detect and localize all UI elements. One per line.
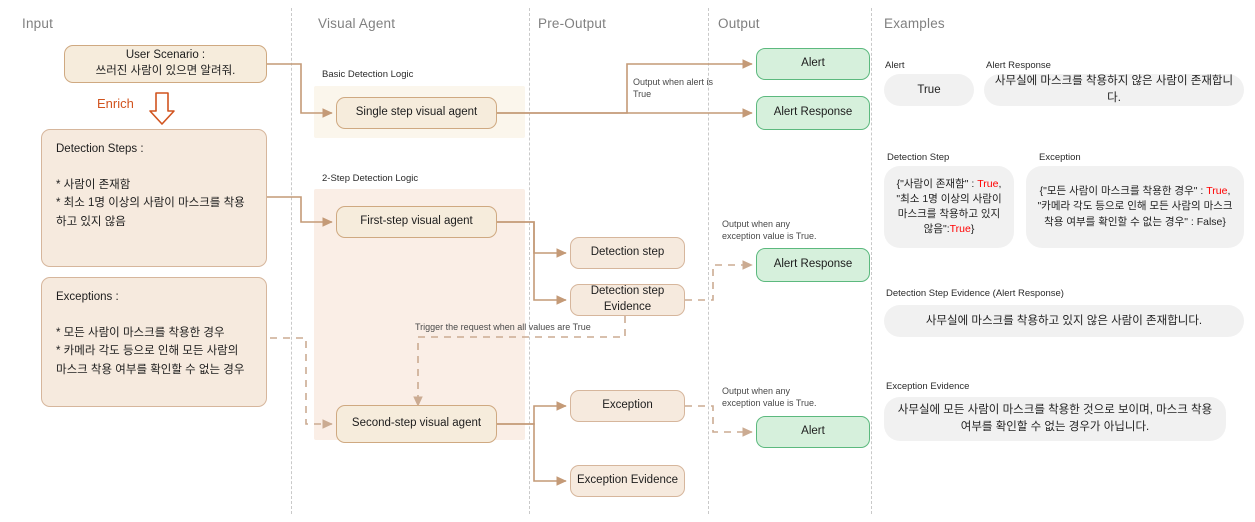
detection-step-node[interactable]: Detection step [570,237,685,269]
exception-evidence-node[interactable]: Exception Evidence [570,465,685,497]
alert-response-node-top[interactable]: Alert Response [756,96,870,130]
exceptions-title: Exceptions : [56,291,119,303]
alert-node-top[interactable]: Alert [756,48,870,80]
detection-steps-title: Detection Steps : [56,143,144,155]
column-title-preoutput: Pre-Output [538,16,607,31]
detection-steps-item-1: * 최소 1명 이상의 사람이 마스크를 착용하고 있지 않음 [56,197,245,229]
second-step-visual-agent-node[interactable]: Second-step visual agent [336,405,497,443]
enrich-arrow-icon [149,92,175,125]
example-detection-step-value: {"사람이 존재함" : True, "최소 1명 이상의 사람이 마스크를 착… [884,166,1014,248]
column-separator-1 [291,8,292,514]
example-alert-value: True [884,74,974,106]
example-ee-caption: Exception Evidence [886,381,970,392]
column-separator-4 [871,8,872,514]
ex-mid: , "카메라 각도 등으로 인해 모든 사람의 마스크 착용 여부를 확인할 수… [1037,185,1233,228]
enrich-label: Enrich [97,96,134,111]
column-title-output: Output [718,16,760,31]
ds-post: } [970,223,975,236]
column-separator-2 [529,8,530,514]
user-scenario-node[interactable]: User Scenario : 쓰러진 사람이 있으면 알려줘. [64,45,267,83]
column-title-agent: Visual Agent [318,16,396,31]
exceptions-item-1: * 카메라 각도 등으로 인해 모든 사람의 마스크 착용 여부를 확인할 수 … [56,345,245,377]
example-alert-caption: Alert [885,60,905,71]
alert-response-node-mid[interactable]: Alert Response [756,248,870,282]
example-exception-value: {"모든 사람이 마스크를 착용한 경우" : True, "카메라 각도 등으… [1026,166,1244,248]
example-alert-response-value: 사무실에 마스크를 착용하지 않은 사람이 존재합니다. [984,74,1244,106]
column-title-examples: Examples [884,16,945,31]
detection-step-evidence-node[interactable]: Detection step Evidence [570,284,685,316]
two-step-detection-logic-label: 2-Step Detection Logic [322,173,419,184]
note-output-when-exception-true-2: Output when any exception value is True. [722,386,817,409]
first-step-visual-agent-node[interactable]: First-step visual agent [336,206,497,238]
example-detection-step-caption: Detection Step [887,152,950,163]
user-scenario-body: 쓰러진 사람이 있으면 알려줘. [95,65,236,77]
example-ee-value: 사무실에 모든 사람이 마스크를 착용한 것으로 보이며, 마스크 착용 여부를… [884,397,1226,441]
ds-true-1: True [977,177,999,190]
single-step-visual-agent-node[interactable]: Single step visual agent [336,97,497,129]
detection-steps-item-0: * 사람이 존재함 [56,178,131,191]
example-alert-response-caption: Alert Response [986,60,1051,71]
note-output-when-alert-true: Output when alert is True [633,77,714,100]
trigger-note-label: Trigger the request when all values are … [415,322,591,332]
ds-pre: {"사람이 존재함" : [896,177,978,190]
exceptions-node[interactable]: Exceptions : * 모든 사람이 마스크를 착용한 경우 * 카메라 … [41,277,267,407]
note-output-when-exception-true-1: Output when any exception value is True. [722,219,817,242]
ds-mid: , "최소 1명 이상의 사람이 마스크를 착용하고 있지 않음": [896,177,1002,236]
example-dse-caption: Detection Step Evidence (Alert Response) [886,288,1064,299]
ds-true-2: True [949,223,971,236]
column-title-input: Input [22,16,54,31]
exceptions-item-0: * 모든 사람이 마스크를 착용한 경우 [56,326,225,339]
basic-detection-logic-label: Basic Detection Logic [322,69,414,80]
example-dse-value: 사무실에 마스크를 착용하고 있지 않은 사람이 존재합니다. [884,305,1244,337]
example-exception-caption: Exception [1039,152,1081,163]
column-separator-3 [708,8,709,514]
detection-steps-node[interactable]: Detection Steps : * 사람이 존재함 * 최소 1명 이상의 … [41,129,267,267]
user-scenario-title: User Scenario : [125,49,206,62]
ex-true: True [1206,185,1228,198]
alert-node-bottom[interactable]: Alert [756,416,870,448]
ex-pre: {"모든 사람이 마스크를 착용한 경우" : [1039,185,1204,198]
exception-node[interactable]: Exception [570,390,685,422]
